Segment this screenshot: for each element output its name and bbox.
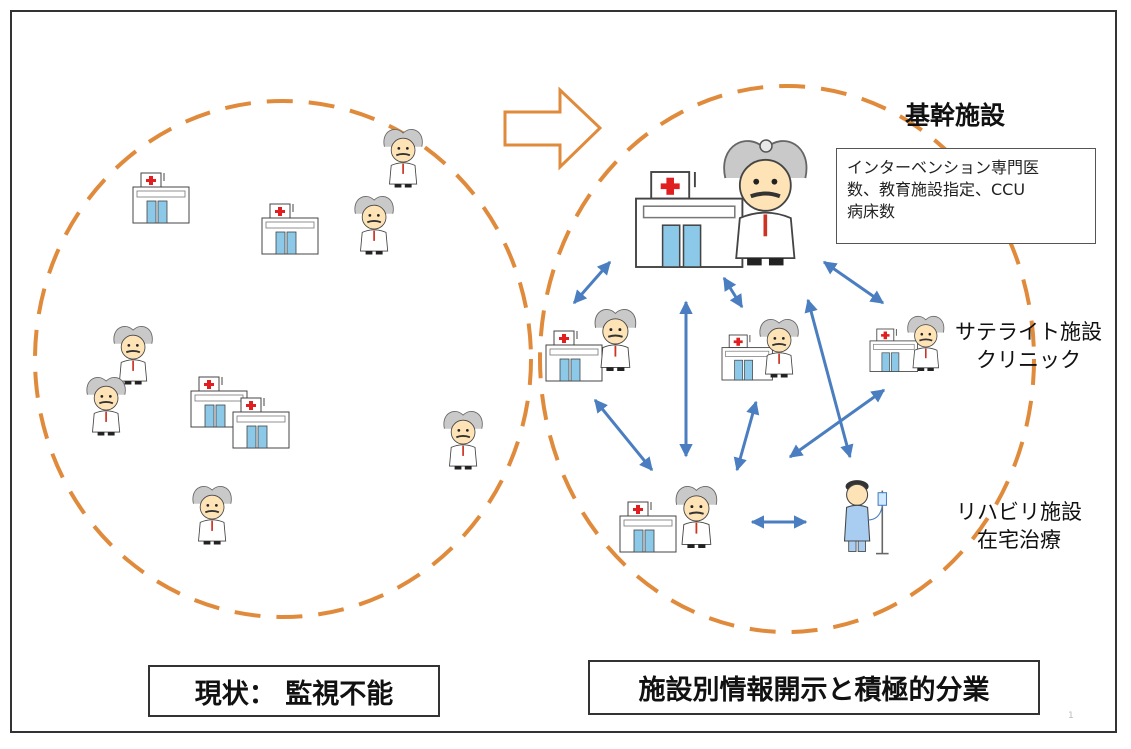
info-line: 数、教育施設指定、CCU [847, 180, 1026, 199]
doctor-icon [675, 485, 718, 549]
doctor-icon [353, 195, 395, 256]
info-line: 病床数 [847, 202, 896, 221]
rehab-label: リハビリ施設 在宅治療 [956, 498, 1082, 554]
arrow-satellite3-rehab [788, 388, 886, 459]
arrow-core-patient [804, 298, 854, 459]
cooperation-arrows [572, 260, 886, 529]
slide-frame [10, 10, 1117, 733]
core-facility-info-box: インターベンション専門医 数、教育施設指定、CCU 病床数 [836, 148, 1096, 244]
core-facility-title: 基幹施設 [905, 101, 1006, 130]
hospital-icon [869, 328, 919, 372]
rehab-label-line: リハビリ施設 [956, 500, 1082, 524]
doctor-icon [594, 308, 637, 372]
doctor-icon [85, 376, 127, 437]
hospital-icon [232, 397, 290, 449]
future-state-circle [538, 84, 1036, 634]
core-hospital-icon [635, 171, 744, 268]
core-doctor-icon [724, 140, 806, 265]
arrow-satellite2-rehab [733, 400, 760, 472]
hospital-icon [545, 330, 603, 382]
hospital-icon [132, 172, 190, 224]
doctor-icon [191, 485, 233, 546]
rehab-label-line: 在宅治療 [977, 528, 1061, 552]
satellite-label: サテライト施設 クリニック [955, 318, 1102, 374]
page-number: 1 [1068, 711, 1074, 721]
hospital-icon [619, 501, 677, 553]
doctor-icon [112, 325, 154, 386]
current-state-circle [33, 99, 533, 619]
arrow-core-satellite3 [822, 260, 885, 305]
arrow-core-satellite2 [722, 276, 744, 309]
hospital-icon [721, 334, 773, 381]
satellite-label-line: クリニック [976, 348, 1081, 372]
hospital-icon [261, 203, 319, 255]
doctor-icon [442, 410, 484, 471]
patient-icon [843, 479, 890, 555]
doctor-icon [382, 128, 424, 189]
arrow-satellite1-rehab [593, 398, 654, 472]
transition-arrow-icon [503, 86, 603, 171]
future-state-caption: 施設別情報開示と積極的分業 [588, 660, 1040, 715]
satellite-label-line: サテライト施設 [955, 320, 1102, 344]
arrow-core-satellite1 [572, 260, 612, 305]
current-state-caption: 現状： 監視不能 [148, 665, 440, 717]
info-line: インターベンション専門医 [847, 158, 1040, 177]
